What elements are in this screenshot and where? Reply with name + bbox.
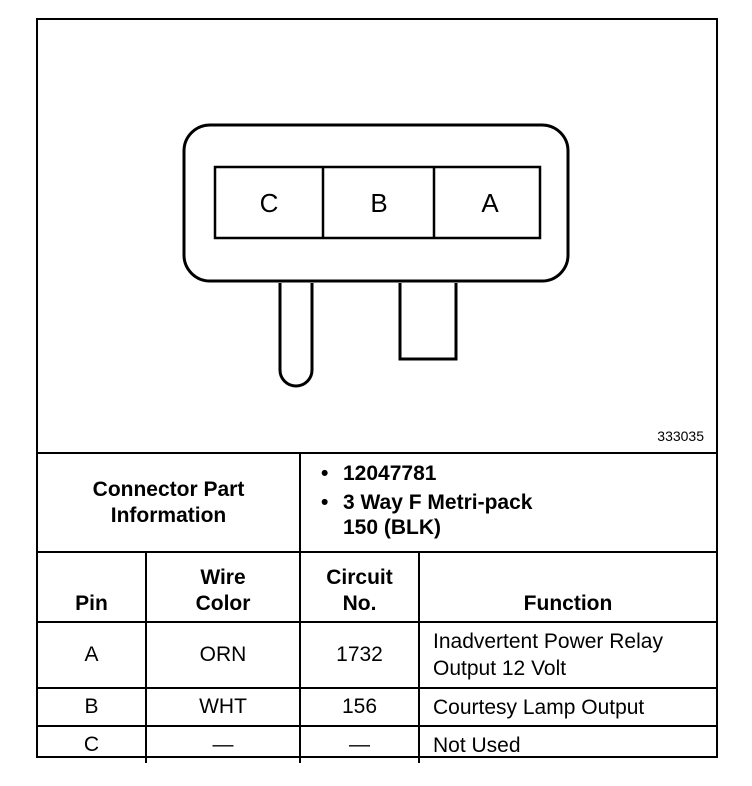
header-pin: Pin [38,551,147,623]
header-function: Function [417,551,717,623]
pin-label-b: B [370,188,387,218]
header-circuit-no: Circuit No. [299,551,420,623]
table-row: C — — Not Used [38,725,717,763]
connector-part-info-row: Connector Part Information 12047781 3 Wa… [38,454,717,553]
cell-function: Inadvertent Power Relay Output 12 Volt [417,621,717,689]
list-item: 3 Way F Metri-pack 150 (BLK) [321,490,716,540]
cell-wire-color: ORN [145,621,301,689]
connector-pinout-table: Connector Part Information 12047781 3 Wa… [38,454,717,763]
cell-function: Not Used [417,725,717,763]
cell-circuit: 156 [299,687,420,727]
connector-part-info-list: 12047781 3 Way F Metri-pack 150 (BLK) [298,454,717,553]
pin-label-c: C [260,188,279,218]
connector-body [182,123,570,283]
rounded-lock-tab [278,283,314,388]
cell-wire-color: WHT [145,687,301,727]
connector-part-info-label: Connector Part Information [38,454,301,553]
cell-pin: A [38,621,147,689]
figure-number: 333035 [657,428,704,444]
cell-function: Courtesy Lamp Output [417,687,717,727]
connector-end-view-frame: C B A 333035 Connector Part Information [36,18,718,763]
pin-label-a: A [481,188,499,218]
cell-circuit: — [299,725,420,763]
pin-cavity-block [213,165,542,240]
table-row: A ORN 1732 Inadvertent Power Relay Outpu… [38,621,717,689]
square-key-tab [398,283,458,361]
connector-drawing: C B A [182,123,570,388]
cell-circuit: 1732 [299,621,420,689]
list-item: 12047781 [321,461,716,486]
header-wire-color: Wire Color [145,551,301,623]
cell-pin: C [38,725,147,763]
connector-diagram: C B A 333035 [38,20,716,454]
cell-pin: B [38,687,147,727]
table-header-row: Pin Wire Color Circuit No. Function [38,551,717,623]
table-row: B WHT 156 Courtesy Lamp Output [38,687,717,727]
cell-wire-color: — [145,725,301,763]
